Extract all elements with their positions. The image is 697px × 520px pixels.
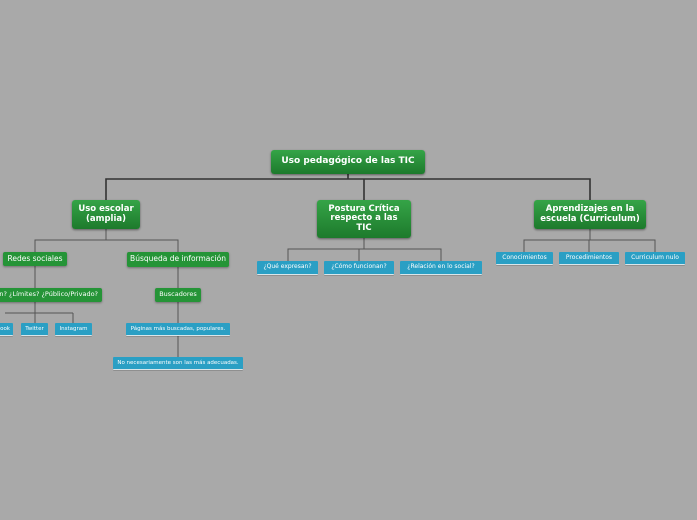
leaf-conocimientos[interactable]: Conocimientos: [496, 252, 553, 265]
connector-root-branches: [105, 173, 591, 200]
leaf-paginas-mas-buscadas[interactable]: Páginas más buscadas, populares.: [126, 323, 230, 336]
subtopic-buscadores[interactable]: Buscadores: [155, 288, 201, 302]
connector-aprendizajes: [523, 229, 656, 252]
root-topic[interactable]: Uso pedagógico de las TIC: [271, 150, 425, 174]
leaf-twitter[interactable]: Twitter: [21, 323, 48, 336]
leaf-como-funcionan[interactable]: ¿Cómo funcionan?: [324, 261, 394, 275]
leaf-procedimientos[interactable]: Procedimientos: [559, 252, 619, 265]
subtopic-redes-sociales[interactable]: Redes sociales: [3, 252, 67, 266]
subtopic-busqueda-informacion[interactable]: Búsqueda de información: [127, 252, 229, 267]
topic-uso-escolar[interactable]: Uso escolar (amplia): [72, 200, 140, 229]
topic-postura-critica[interactable]: Postura Crítica respecto a las TIC: [317, 200, 411, 238]
connector-postura: [287, 238, 442, 261]
leaf-facebook[interactable]: ook: [0, 323, 13, 336]
connector-uso-escolar: [34, 229, 179, 252]
connector-seguridad: [5, 302, 74, 323]
leaf-relacion-social[interactable]: ¿Relación en lo social?: [400, 261, 482, 275]
leaf-instagram[interactable]: Instagram: [55, 323, 92, 336]
leaf-curriculum-nulo[interactable]: Curriculum nulo: [625, 252, 685, 265]
subtopic-seguridad[interactable]: n? ¿Límites? ¿Público/Privado?: [0, 288, 102, 302]
leaf-no-necesariamente[interactable]: No necesariamente son las más adecuadas.: [113, 357, 243, 370]
topic-aprendizajes[interactable]: Aprendizajes en la escuela (Curriculum): [534, 200, 646, 229]
leaf-que-expresan[interactable]: ¿Qué expresan?: [257, 261, 318, 275]
